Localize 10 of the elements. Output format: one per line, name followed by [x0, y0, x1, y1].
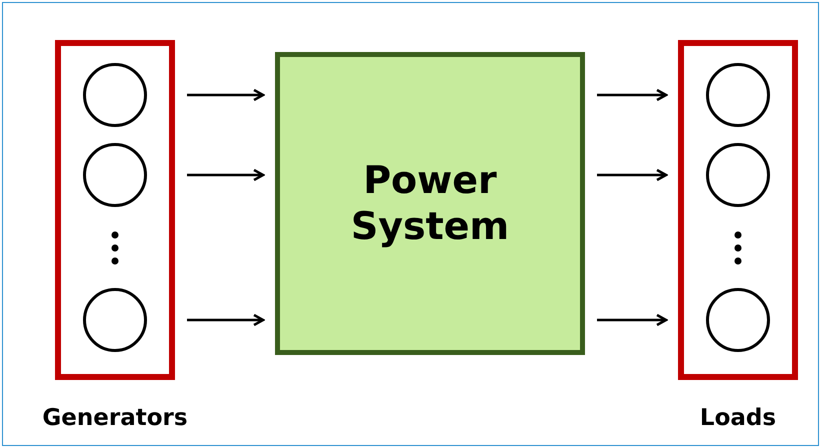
group-label: Generators — [41, 405, 189, 431]
group-label: Loads — [698, 405, 778, 431]
arrow — [187, 168, 264, 182]
arrow — [187, 88, 264, 102]
arrow — [597, 314, 668, 326]
arrow — [597, 168, 668, 182]
arrow — [187, 314, 264, 326]
arrow — [597, 88, 668, 102]
process-box — [275, 52, 585, 355]
box-title: Power System — [350, 158, 510, 250]
